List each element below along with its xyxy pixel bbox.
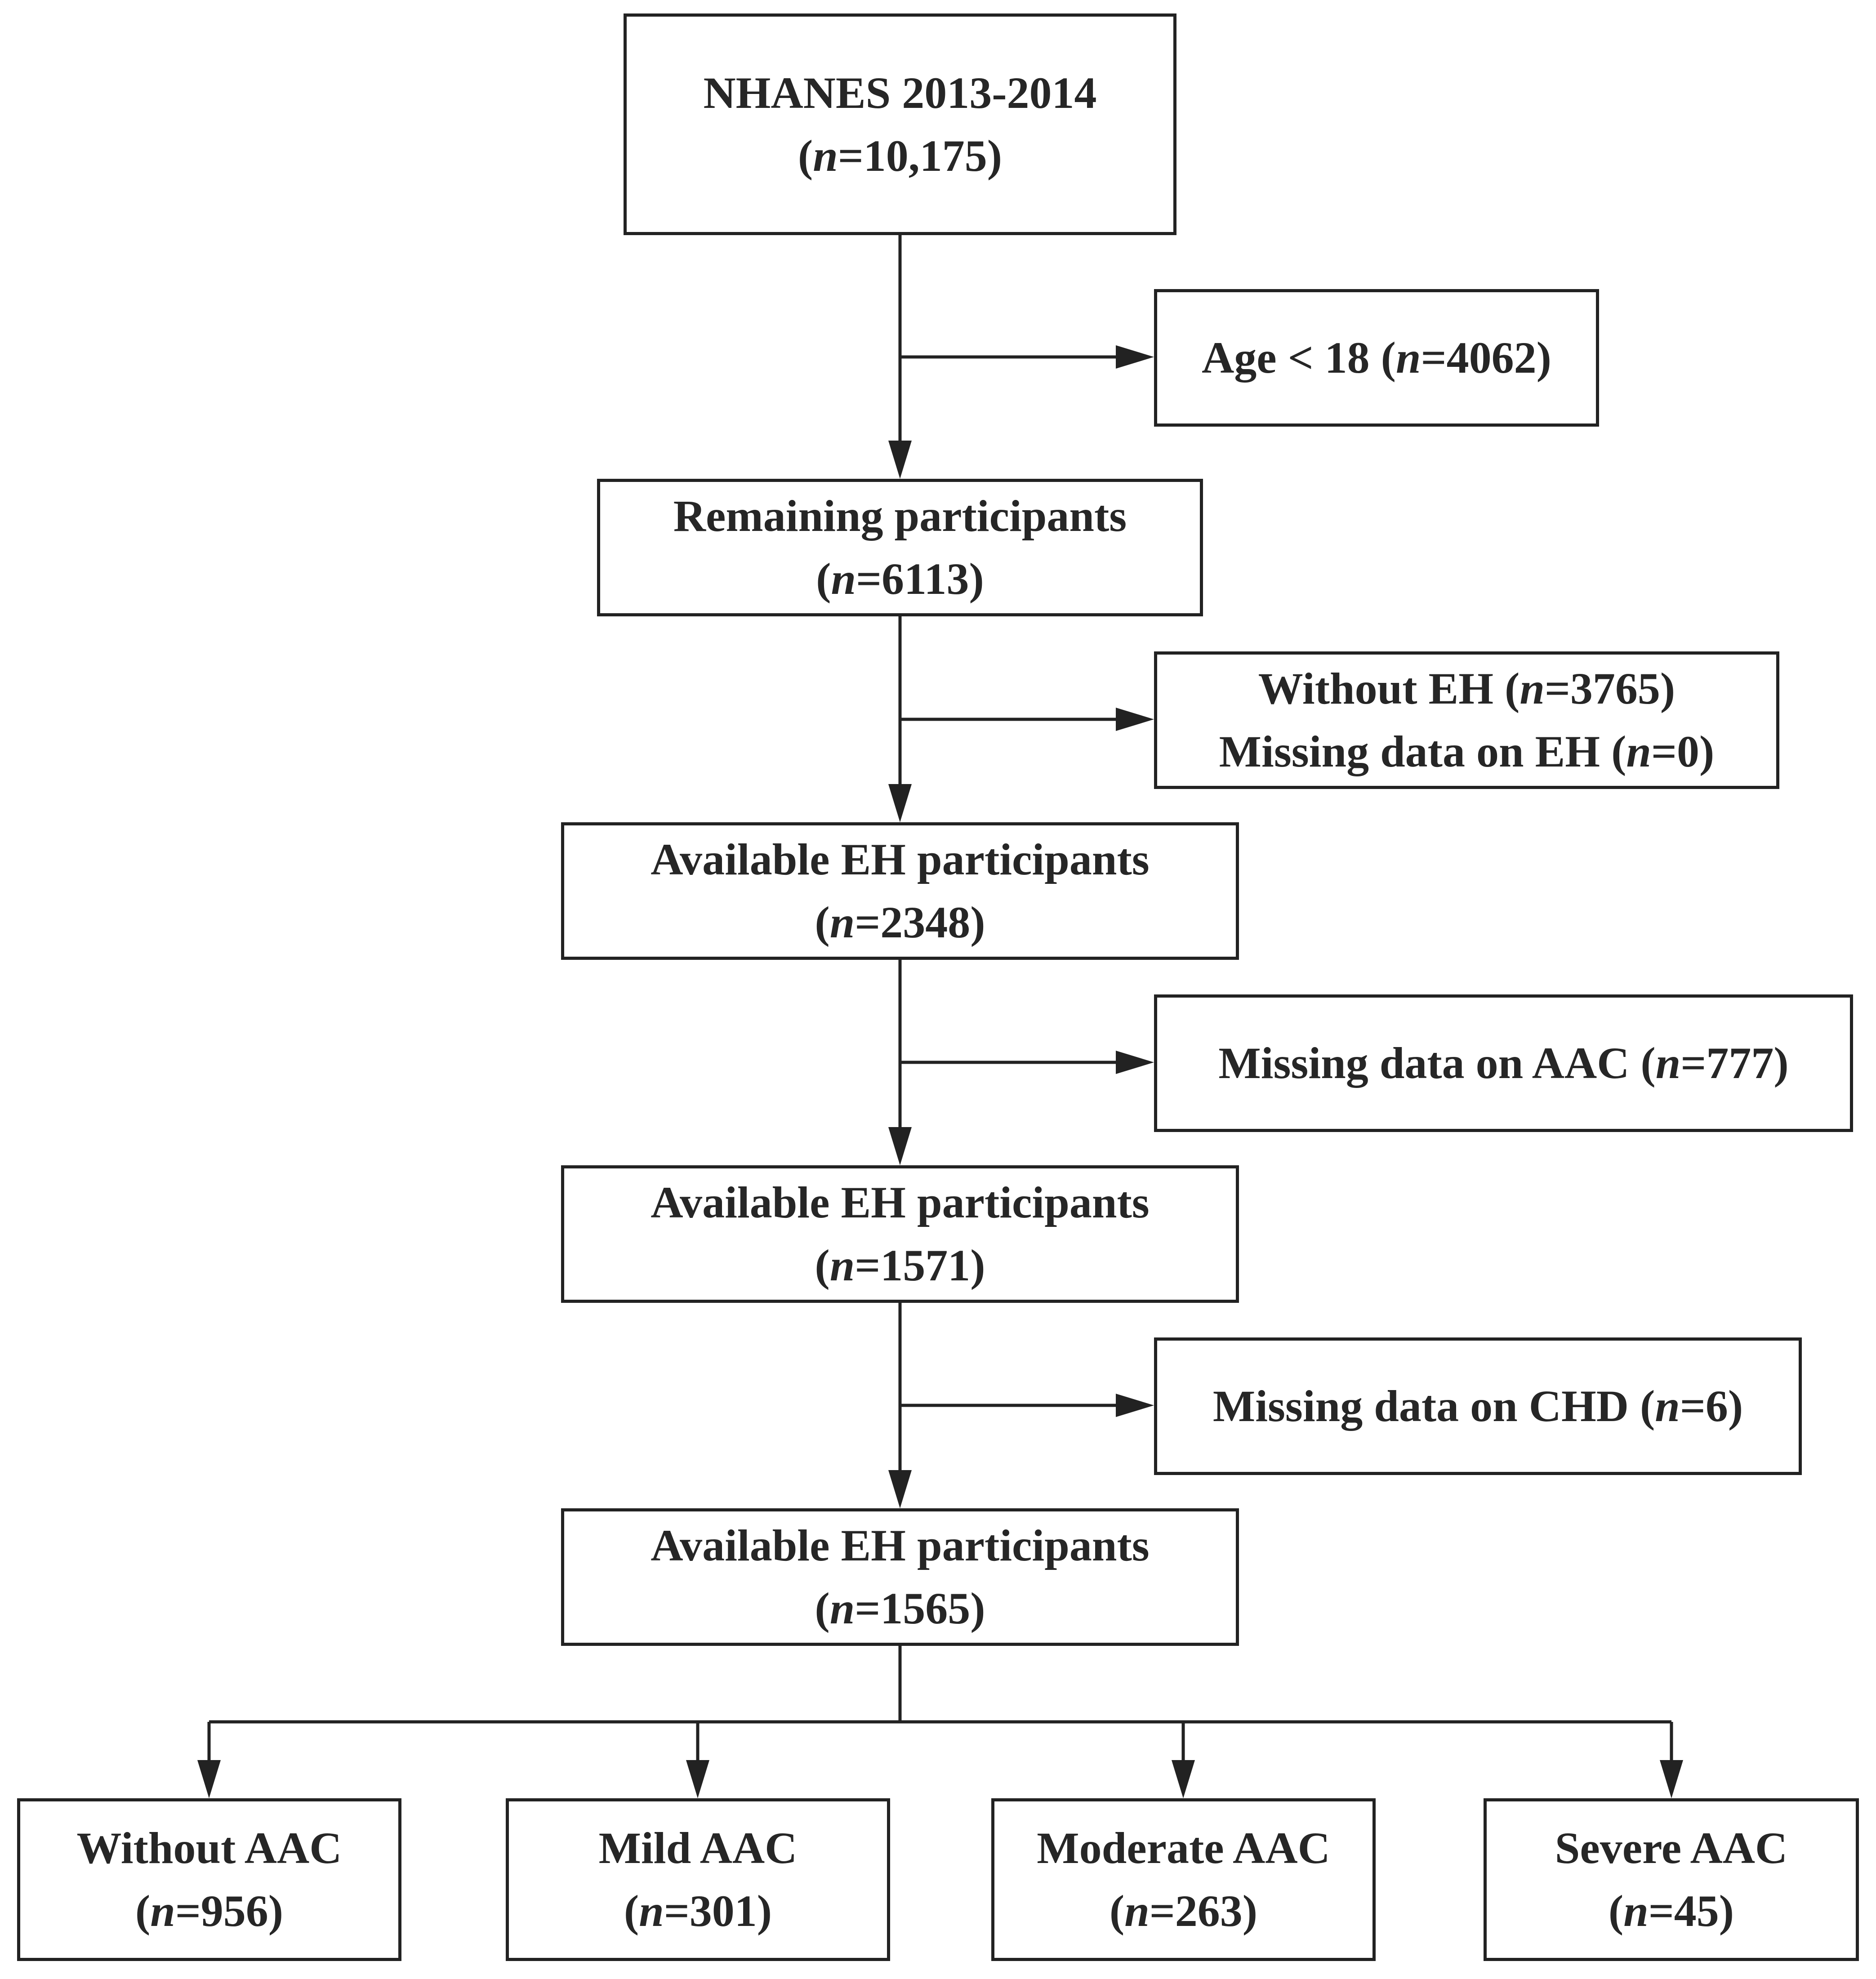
available-count-1: (n=2348) xyxy=(815,897,985,947)
exclusion-eh-text-1: Without EH (n=3765) xyxy=(1258,664,1675,713)
group-count-without-aac: (n=956) xyxy=(135,1886,284,1936)
start-box: NHANES 2013-2014 (n=10,175) xyxy=(624,13,1176,235)
exclusion-chd-text: Missing data on CHD (n=6) xyxy=(1212,1381,1743,1431)
group-box-severe-aac: Severe AAC (n=45) xyxy=(1484,1798,1859,1961)
available-box-1: Available EH participants (n=2348) xyxy=(561,822,1239,960)
branch-arrow-4 xyxy=(1116,1394,1154,1417)
branch-arrow-2 xyxy=(1116,708,1154,731)
branch-arrow-3 xyxy=(1116,1051,1154,1074)
group-drop-arrow-4 xyxy=(1660,1760,1683,1798)
available-count-3: (n=1565) xyxy=(815,1583,985,1633)
trunk-arrow-1 xyxy=(888,441,912,479)
exclusion-age-text: Age < 18 (n=4062) xyxy=(1202,333,1551,383)
trunk-arrow-4 xyxy=(888,1470,912,1508)
remaining-count: (n=6113) xyxy=(816,554,984,604)
available-title-2: Available EH participants xyxy=(651,1177,1150,1227)
group-count-mild-aac: (n=301) xyxy=(624,1886,772,1936)
branch-arrow-1 xyxy=(1116,345,1154,369)
trunk-arrow-2 xyxy=(888,784,912,822)
exclusion-box-chd: Missing data on CHD (n=6) xyxy=(1154,1337,1802,1475)
available-title-3: Available EH participants xyxy=(651,1520,1150,1570)
group-drop-arrow-1 xyxy=(197,1760,221,1798)
group-drop-arrow-3 xyxy=(1172,1760,1195,1798)
group-box-moderate-aac: Moderate AAC (n=263) xyxy=(991,1798,1376,1961)
exclusion-box-aac: Missing data on AAC (n=777) xyxy=(1154,994,1853,1132)
group-count-severe-aac: (n=45) xyxy=(1608,1886,1734,1936)
trunk-arrow-3 xyxy=(888,1127,912,1165)
exclusion-box-eh: Without EH (n=3765) Missing data on EH (… xyxy=(1154,651,1779,789)
exclusion-eh-text-2: Missing data on EH (n=0) xyxy=(1219,727,1715,776)
group-label-severe-aac: Severe AAC xyxy=(1555,1823,1788,1873)
exclusion-box-age: Age < 18 (n=4062) xyxy=(1154,289,1599,427)
group-box-without-aac: Without AAC (n=956) xyxy=(17,1798,401,1961)
available-box-2: Available EH participants (n=1571) xyxy=(561,1165,1239,1303)
group-label-without-aac: Without AAC xyxy=(76,1823,342,1873)
start-count: (n=10,175) xyxy=(798,130,1003,181)
group-drop-arrow-2 xyxy=(686,1760,709,1798)
start-title: NHANES 2013-2014 xyxy=(703,67,1097,118)
available-count-2: (n=1571) xyxy=(815,1240,985,1290)
exclusion-aac-text: Missing data on AAC (n=777) xyxy=(1218,1038,1789,1088)
available-box-3: Available EH participants (n=1565) xyxy=(561,1508,1239,1646)
group-box-mild-aac: Mild AAC (n=301) xyxy=(506,1798,890,1961)
remaining-box: Remaining participants (n=6113) xyxy=(597,479,1203,616)
group-label-mild-aac: Mild AAC xyxy=(598,1823,798,1873)
group-count-moderate-aac: (n=263) xyxy=(1109,1886,1258,1936)
available-title-1: Available EH participants xyxy=(651,834,1150,884)
group-label-moderate-aac: Moderate AAC xyxy=(1037,1823,1330,1873)
remaining-title: Remaining participants xyxy=(673,491,1127,541)
